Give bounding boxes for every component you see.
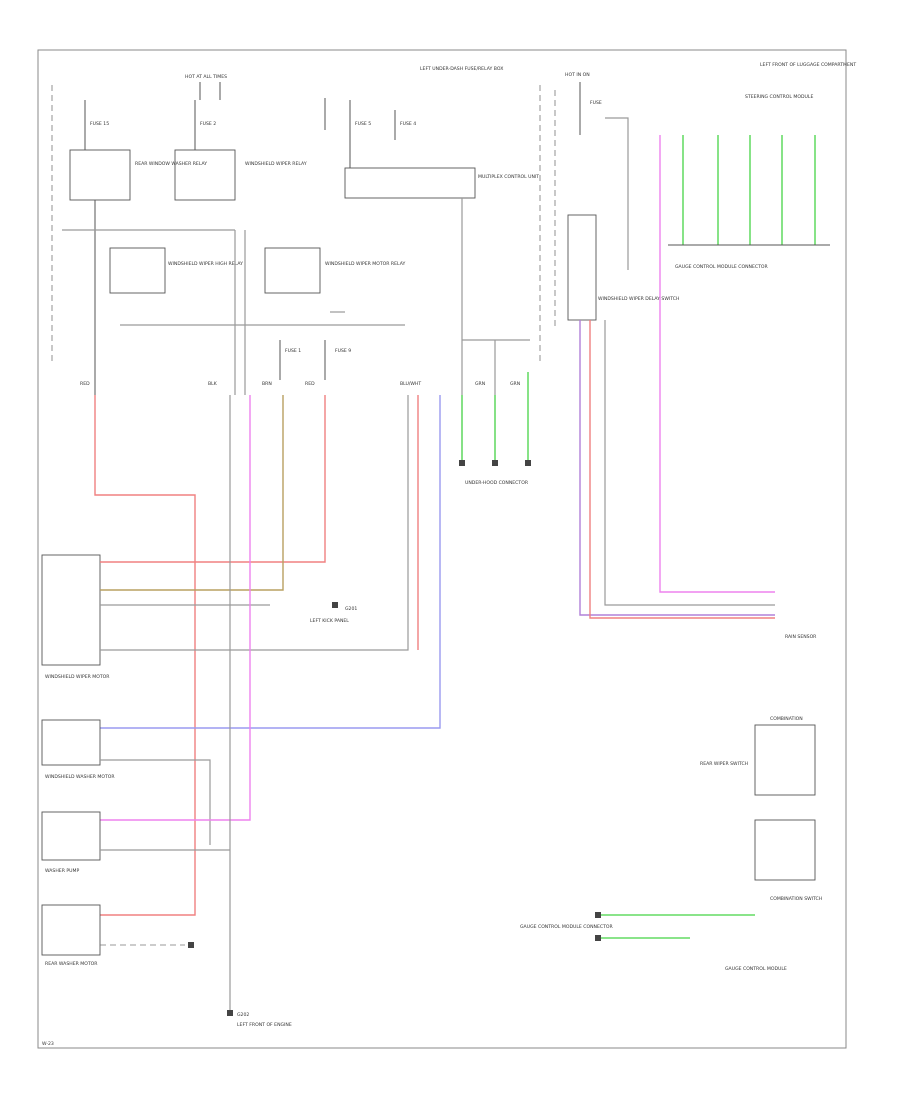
rear-wiper-switch-label: REAR WIPER SWITCH [700, 761, 748, 767]
red-wire-rs [589, 320, 775, 619]
rear-washer-pin [188, 942, 194, 948]
blue-wire [100, 395, 441, 729]
uh-pin-3 [525, 460, 531, 466]
fuse-mid-b-label: FUSE 9 [335, 348, 351, 354]
gcm-pin-1 [595, 912, 601, 918]
gcm-pin-2 [595, 935, 601, 941]
washer-pump-box [41, 811, 101, 861]
ground-a-desc: LEFT KICK PANEL [310, 618, 349, 624]
red-wire-motor-top [100, 395, 326, 563]
diagram-frame [37, 49, 847, 1049]
delay-switch-box [567, 214, 597, 321]
washer-pump-label: WASHER PUMP [45, 868, 79, 874]
wire-lbl-grn-2: GRN [510, 381, 520, 387]
control-unit-label: MULTIPLEX CONTROL UNIT [478, 174, 539, 180]
under-hood-connector-label: UNDER-HOOD CONNECTOR [465, 480, 529, 486]
wire-lbl-blu: BLU/WHT [400, 381, 421, 387]
gray-wire-cu [100, 395, 409, 651]
wire-lbl-brn-1: BRN [262, 381, 272, 387]
uh-pin-2 [492, 460, 498, 466]
pink-wire [100, 395, 251, 821]
wiper-relay-box [174, 149, 236, 201]
gray-wire-rs [604, 320, 775, 606]
hot-in-on-label: HOT IN ON [565, 72, 590, 78]
hot-label: HOT AT ALL TIMES [185, 74, 227, 80]
fuse-mid-a-label: FUSE 1 [285, 348, 301, 354]
wiper-motor-label: WINDSHIELD WIPER MOTOR [45, 674, 110, 680]
wire-lbl-red-1: RED [80, 381, 90, 387]
control-unit-box [344, 167, 476, 199]
uh-pin-1 [459, 460, 465, 466]
right-feed [605, 117, 629, 270]
footer-code: W-23 [42, 1041, 54, 1047]
rear-washer-label: REAR WASHER MOTOR [45, 961, 98, 967]
red-wire-main [94, 395, 196, 916]
wire-lbl-blk-1: BLK [208, 381, 218, 387]
gray-wire-washer [100, 759, 211, 845]
rear-wiper-switch-box [754, 724, 816, 796]
rear-washer-box [41, 904, 101, 956]
washer-switch-box [41, 719, 101, 766]
fuse-a-label: FUSE 15 [90, 121, 109, 127]
wiper-motor-box [41, 554, 101, 666]
ground-b-desc: LEFT FRONT OF ENGINE [237, 1022, 292, 1028]
fuse-b-label: FUSE 2 [200, 121, 216, 127]
luggage-label: LEFT FRONT OF LUGGAGE COMPARTMENT [760, 62, 856, 68]
motor-relay-label: WINDSHIELD WIPER MOTOR RELAY [325, 261, 405, 267]
washer-switch-label: WINDSHIELD WASHER MOTOR [45, 774, 115, 780]
delay-switch-label: WINDSHIELD WIPER DELAY SWITCH [598, 296, 679, 302]
wire-lbl-red-2: RED [305, 381, 315, 387]
under-dash-box-label: LEFT UNDER-DASH FUSE/RELAY BOX [420, 66, 503, 72]
washer-relay-label: REAR WINDOW WASHER RELAY [135, 161, 207, 167]
fuse-d-label: FUSE 4 [400, 121, 416, 127]
rain-sensor-label: RAIN SENSOR [785, 634, 817, 640]
combination-switch-box [754, 819, 816, 881]
combination-label: COMBINATION [770, 716, 803, 722]
gcm-connector-label: GAUGE CONTROL MODULE CONNECTOR [520, 924, 614, 930]
high-relay-box [109, 247, 166, 294]
purple-wire [579, 320, 775, 616]
fuse-c-label: FUSE 5 [355, 121, 371, 127]
ground-b-label: G202 [237, 1012, 249, 1018]
combination-switch-label: COMBINATION SWITCH [770, 896, 822, 902]
gcm-label: GAUGE CONTROL MODULE [725, 966, 787, 972]
brown-wire [100, 395, 284, 591]
pink-wire-rs [659, 135, 775, 593]
steering-module-label: STEERING CONTROL MODULE [745, 94, 813, 100]
gauge-connector-label: GAUGE CONTROL MODULE CONNECTOR [675, 264, 769, 270]
motor-relay-box [264, 247, 321, 294]
washer-relay-box [69, 149, 131, 201]
ground-a-pin [332, 602, 338, 608]
wire-lbl-grn-1: GRN [475, 381, 485, 387]
ground-a-label: G201 [345, 606, 357, 612]
wiper-relay-label: WINDSHIELD WIPER RELAY [245, 161, 307, 167]
right-fuse-label: FUSE [590, 100, 602, 106]
high-relay-label: WINDSHIELD WIPER HIGH RELAY [168, 261, 243, 267]
ground-b-pin [227, 1010, 233, 1016]
